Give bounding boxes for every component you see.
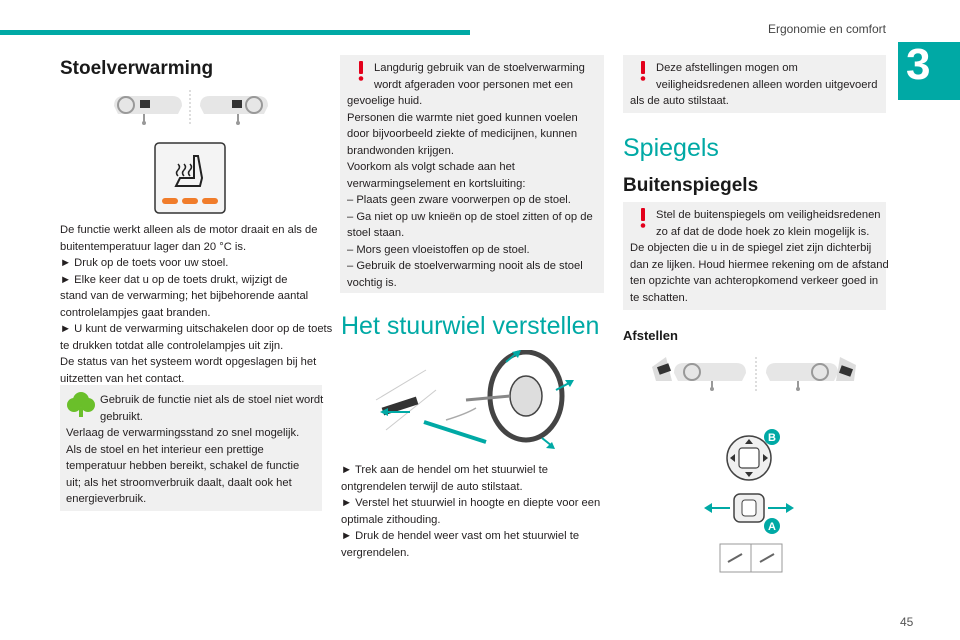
steering-wheel-body: ► Trek aan de hendel om het stuurwiel te… (341, 464, 601, 559)
section-title: Ergonomie en comfort (767, 22, 886, 36)
warning-icon (640, 208, 646, 228)
warning-text: gevoelige huid. Personen die warmte niet… (347, 95, 593, 289)
arrow-up-icon (745, 439, 753, 444)
arrow-up-icon (512, 350, 521, 358)
fold-left-icon (727, 553, 743, 563)
mirror-warning-text-indented: Deze afstellingen mogen om veiligheidsre… (656, 62, 878, 91)
arrow-down-icon (745, 472, 753, 477)
steering-wheel (487, 350, 565, 443)
right-dashboard-icon (200, 96, 268, 125)
page-number: 45 (900, 615, 914, 629)
left-dashboard-icon (114, 96, 182, 125)
adjust-lever (381, 396, 419, 416)
label-a-badge (764, 518, 780, 534)
mirror-control-diagram: B A (704, 429, 794, 573)
warning-text-indented: Langdurig gebruik van de stoelverwarming… (374, 62, 585, 91)
label-b-badge (764, 429, 780, 445)
steering-wheel-adjust-diagram (375, 350, 574, 449)
arrow-forward-icon (565, 380, 574, 387)
heat-level-light-1 (162, 198, 178, 204)
mirrors-title: Spiegels (623, 134, 719, 162)
mirror-location-diagram (652, 357, 856, 393)
eco-note-text-indented: Gebruik de functie niet als de stoel nie… (100, 394, 324, 423)
chapter-tab (898, 42, 960, 100)
seat-heating-body: De functie werkt alleen als de motor dra… (60, 224, 333, 385)
heat-level-light-2 (182, 198, 198, 204)
left-door-icon (652, 357, 746, 391)
eco-tree-icon (67, 392, 95, 417)
seat-heating-warning-box (340, 55, 604, 293)
blind-spot-text: De objecten die u in de spiegel ziet zij… (630, 242, 889, 304)
heat-level-light-3 (202, 198, 218, 204)
mirror-warning-box (623, 55, 886, 113)
arrow-left-icon (730, 454, 735, 462)
adjust-subheading: Afstellen (623, 328, 678, 343)
warning-icon (358, 61, 364, 81)
arrow-left-icon (704, 503, 712, 513)
arrow-down-icon (546, 442, 555, 449)
mirror-warning-text: als de auto stilstaat. (630, 95, 729, 107)
warning-icon (640, 61, 646, 81)
seat-location-diagram (114, 90, 268, 126)
arrow-right-icon (763, 454, 768, 462)
eco-note-text: Verlaag de verwarmingsstand zo snel moge… (66, 427, 300, 505)
label-a: A (768, 521, 776, 533)
eco-note-box (60, 385, 322, 511)
blind-spot-warning-box (623, 202, 886, 310)
exterior-mirrors-title: Buitenspiegels (623, 175, 759, 196)
label-b: B (768, 432, 776, 444)
arrow-right-icon (786, 503, 794, 513)
chapter-number: 3 (906, 40, 931, 89)
seat-heating-button-icon[interactable] (154, 142, 226, 214)
lever-highlight (423, 420, 487, 444)
right-door-icon (766, 357, 856, 391)
fold-right-icon (759, 553, 775, 563)
blind-spot-text-indented: Stel de buitenspiegels om veiligheidsred… (656, 209, 881, 238)
header-accent-bar (0, 30, 470, 35)
steering-wheel-title: Het stuurwiel verstellen (341, 312, 600, 340)
seat-heating-title: Stoelverwarming (60, 58, 214, 79)
